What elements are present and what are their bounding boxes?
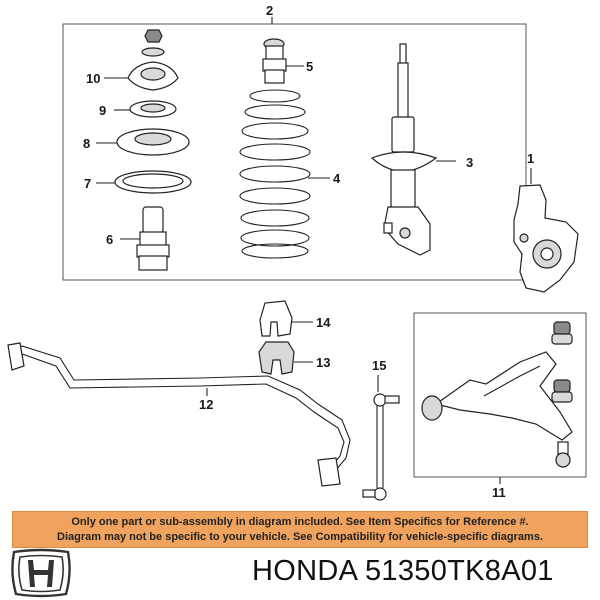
honda-logo-icon [11, 548, 71, 598]
callout-14: 14 [316, 315, 331, 330]
notice-banner: Only one part or sub-assembly in diagram… [12, 511, 588, 548]
spring-pad-part-7 [96, 170, 192, 194]
callout-6: 6 [106, 232, 113, 247]
callout-1: 1 [527, 151, 534, 166]
callout-4: 4 [333, 171, 341, 186]
bushing-holder-part-14 [259, 300, 313, 337]
callout-10: 10 [86, 71, 100, 86]
stabilizer-bushing-part-13 [258, 341, 313, 375]
part-number-label: HONDA 51350TK8A01 [252, 555, 554, 587]
callout-12: 12 [199, 397, 213, 412]
callout-15: 15 [372, 358, 386, 373]
stabilizer-link-part-15 [362, 375, 400, 501]
callout-13: 13 [316, 355, 330, 370]
notice-line-2: Diagram may not be specific to your vehi… [57, 531, 543, 543]
bump-stop-part-5 [262, 38, 304, 84]
knuckle-part-1 [513, 168, 579, 293]
callout-11: 11 [492, 485, 506, 500]
callout-9: 9 [99, 103, 106, 118]
coil-spring-part-4 [239, 89, 330, 259]
strut-mount-part-10 [104, 29, 179, 91]
bearing-part-9 [114, 100, 177, 118]
shock-absorber-part-3 [370, 43, 456, 256]
callout-5: 5 [306, 59, 313, 74]
callout-8: 8 [83, 136, 90, 151]
lower-control-arm-part-11 [421, 321, 573, 468]
callout-2: 2 [266, 3, 273, 18]
bump-stop-part-6 [120, 206, 170, 271]
callout-7: 7 [84, 176, 91, 191]
strut-assembly-frame [62, 23, 527, 281]
stabilizer-bar-part-12 [7, 342, 351, 487]
spring-seat-part-8 [96, 128, 190, 156]
notice-line-1: Only one part or sub-assembly in diagram… [71, 516, 529, 528]
callout-3: 3 [466, 155, 473, 170]
